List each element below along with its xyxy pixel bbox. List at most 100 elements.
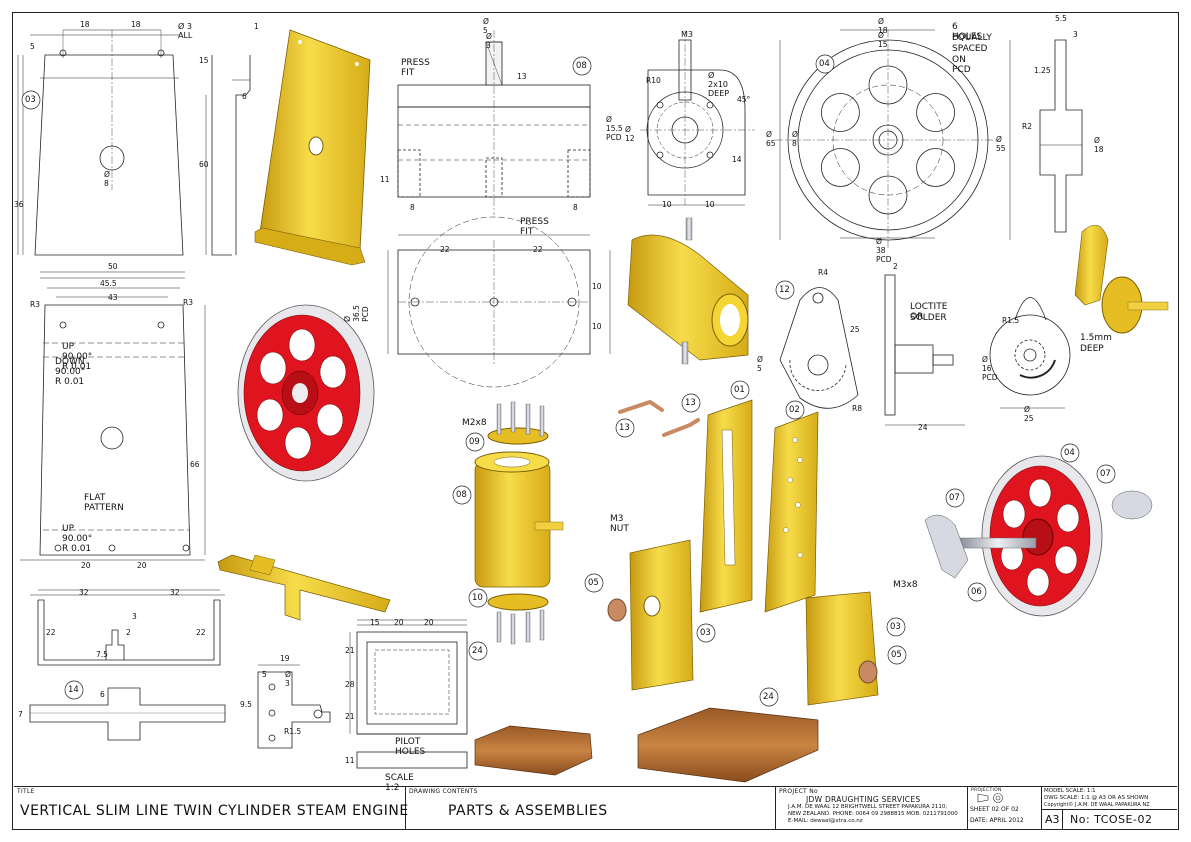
render-frames: [699, 399, 819, 613]
dim-7-5: 7.5: [96, 650, 108, 659]
dim-20b: 20: [137, 561, 147, 570]
callout-13a: 13: [619, 423, 630, 433]
callout-08b: 08: [456, 490, 467, 500]
dim-6: 6: [242, 92, 247, 101]
title-label: TITLE: [17, 788, 35, 795]
callout-24b: 24: [763, 692, 774, 702]
render-bracket-03: [254, 29, 371, 266]
project-label: PROJECT No: [779, 788, 818, 795]
render-flywheel-left: [237, 304, 375, 482]
dim-1: 1: [254, 22, 259, 31]
dim-k-r8: R8: [852, 404, 862, 413]
company-name: JDW DRAUGHTING SERVICES: [806, 795, 921, 804]
render-wood-bases: [474, 707, 819, 783]
dim-k-5: Ø 5: [757, 355, 763, 373]
dim-s-3: 3: [1073, 30, 1078, 39]
sheet-border: [12, 12, 1179, 830]
email: E-MAIL: dewaal@xtra.co.nz: [788, 818, 863, 824]
dim-h-19: 19: [280, 654, 290, 663]
note-loctite-1: LOCTITE OR: [910, 302, 948, 322]
sheet-number: SHEET 02 OF 02: [970, 806, 1019, 813]
dim-22a: 22: [46, 628, 56, 637]
dim-w-65: Ø 65: [766, 130, 776, 148]
note-m3: M3: [681, 30, 693, 39]
copyright: Copyright© J.A.M. DE WAAL PAPAKURA NZ: [1044, 802, 1150, 808]
model-scale: MODEL SCALE: 1:1: [1044, 788, 1096, 794]
drawing-title: VERTICAL SLIM LINE TWIN CYLINDER STEAM E…: [20, 803, 409, 819]
dim-7: 7: [18, 710, 23, 719]
scale-cell: MODEL SCALE: 1:1 DWG SCALE: 1:1 @ A3 OR …: [1042, 787, 1177, 829]
dim-h-9-5: 9.5: [240, 700, 252, 709]
note-up-90-1: UP 90.00° R 0.01: [62, 342, 93, 372]
dim-e-25: Ø 25: [1024, 405, 1034, 423]
dim-e-16: Ø 16 PCD: [982, 355, 998, 382]
sheet-size: A3: [1045, 813, 1060, 826]
dim-s-18: Ø 18: [1094, 136, 1104, 154]
dim-dia-8: Ø 8: [104, 170, 110, 188]
dim-s-r2: R2: [1022, 122, 1032, 131]
note-up-90-2: UP 90.00° R 0.01: [62, 524, 93, 554]
note-6-holes-4: ON PCD: [952, 55, 971, 75]
note-m3x8: M3x8: [893, 580, 918, 590]
dimension-lines: [17, 29, 1065, 734]
callout-07a: 07: [1100, 469, 1111, 479]
sheet-cell: PROJECTION SHEET 02 OF 02 DATE: APRIL 20…: [968, 787, 1042, 829]
dim-c-22a: 22: [440, 245, 450, 254]
line-work: [22, 30, 1083, 769]
callout-01: 01: [734, 385, 745, 395]
render-crank-arm: [1074, 224, 1169, 334]
dim-b-15pcd: Ø 15.5 PCD: [606, 115, 623, 142]
dim-36: 36: [14, 200, 24, 209]
dim-32b: 32: [170, 588, 180, 597]
dim-t-21b: 21: [345, 712, 355, 721]
callout-03a: 03: [25, 95, 36, 105]
render-flywheel-right: [924, 455, 1153, 617]
dim-w-8: Ø 8: [792, 130, 798, 148]
dim-r3b: R3: [183, 298, 193, 307]
dim-c-8b: 8: [573, 203, 578, 212]
dim-t-20b: 20: [424, 618, 434, 627]
note-deep: DEEP: [1080, 344, 1104, 354]
note-press-fit-1: PRESS FIT: [401, 58, 430, 78]
callout-09: 09: [469, 437, 480, 447]
dim-b-r10: R10: [646, 76, 661, 85]
dwg-scale: DWG SCALE: 1:1 @ A3 OR AS SHOWN: [1044, 795, 1149, 801]
dim-b-12: Ø 12: [625, 125, 635, 143]
callout-03b: 03: [700, 628, 711, 638]
note-1-5mm: 1.5mm: [1080, 333, 1112, 343]
callout-08a: 08: [576, 61, 587, 71]
dim-w-18: Ø 18: [878, 17, 888, 35]
dim-20a: 20: [81, 561, 91, 570]
address-line-1: J.A.M. DE WAAL 12 BRIGHTWELL STREET PAPA…: [788, 804, 948, 810]
callout-14: 14: [68, 685, 79, 695]
callout-24a: 24: [472, 646, 483, 656]
dim-c-10b: 10: [592, 322, 602, 331]
callout-bubbles: [21, 54, 1116, 707]
dim-3: 3: [132, 612, 137, 621]
dim-s-5-5: 5.5: [1055, 14, 1067, 23]
callout-04b: 04: [1064, 448, 1075, 458]
dim-60: 60: [199, 160, 209, 169]
contents-label: DRAWING CONTENTS: [409, 788, 478, 795]
callout-05b: 05: [891, 650, 902, 660]
dim-18a: 18: [80, 20, 90, 29]
company-cell: PROJECT No JDW DRAUGHTING SERVICES J.A.M…: [776, 787, 968, 829]
callout-02: 02: [789, 405, 800, 415]
render-channel-14: [217, 554, 391, 621]
note-6-holes-2: EQUALLY: [952, 33, 992, 43]
note-loctite-2: SOLDER: [910, 313, 947, 323]
dim-2: 2: [126, 628, 131, 637]
dim-w-55: Ø 55: [996, 135, 1006, 153]
dim-22b: 22: [196, 628, 206, 637]
dim-c-22b: 22: [533, 245, 543, 254]
dim-c-dia5: Ø 5: [483, 17, 489, 35]
dim-h-5: 5: [262, 670, 267, 679]
dim-5: 5: [30, 42, 35, 51]
dim-k-2: 2: [893, 262, 898, 271]
callout-05a: 05: [588, 578, 599, 588]
dim-k-r4: R4: [818, 268, 828, 277]
dim-r3a: R3: [30, 300, 40, 309]
note-press-fit-2: PRESS FIT: [520, 217, 549, 237]
